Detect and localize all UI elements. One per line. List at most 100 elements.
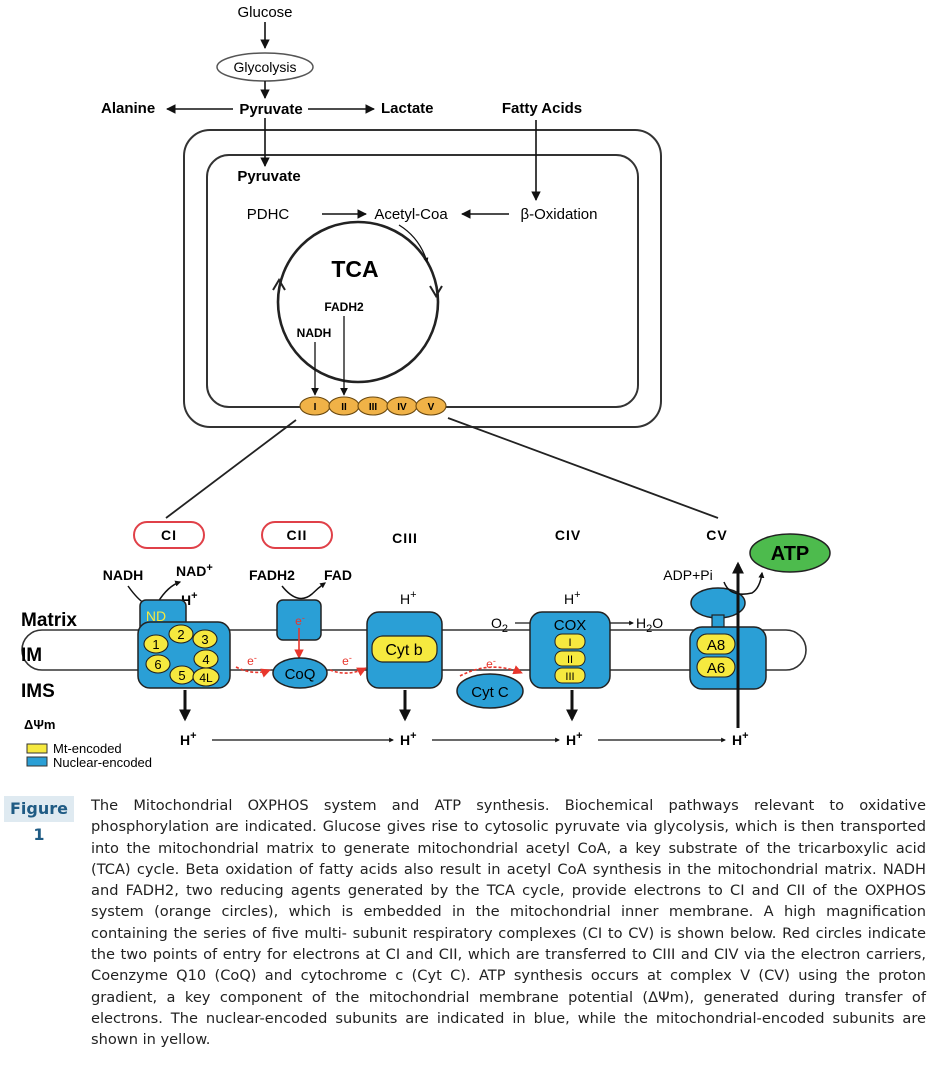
civ-subunit-i-label: I bbox=[568, 637, 571, 649]
ci-subunit-4-label: 4 bbox=[202, 652, 209, 667]
cii-fadh2-flow-arrow bbox=[281, 582, 326, 600]
ci-subunit-2 bbox=[168, 624, 194, 644]
lactate-label: Lactate bbox=[381, 100, 434, 117]
zoom-line-right bbox=[447, 417, 719, 519]
pyruvate-cytosol-label: Pyruvate bbox=[239, 101, 302, 118]
pdhc-label: PDHC bbox=[247, 206, 290, 223]
tca-fadh2-label: FADH2 bbox=[324, 300, 364, 314]
alanine-label: Alanine bbox=[101, 100, 155, 117]
mitochondrion-inner-membrane bbox=[206, 154, 639, 408]
cv-subunit-a8 bbox=[696, 633, 736, 655]
delta-psi-label: ΔΨm bbox=[24, 717, 55, 732]
civ-body bbox=[529, 611, 611, 689]
ims-h-2: H+ bbox=[400, 730, 417, 748]
cytc-electron-label: e- bbox=[486, 656, 496, 671]
complex-iv: H+ O2 H2O COX I II III bbox=[491, 589, 663, 689]
coq-carrier bbox=[272, 657, 328, 689]
ci-label: CI bbox=[161, 527, 177, 543]
tca-label: TCA bbox=[331, 256, 378, 282]
legend-nuclear-label: Nuclear-encoded bbox=[53, 755, 152, 770]
zoom-line-left bbox=[165, 419, 297, 519]
caption-text: The Mitochondrial OXPHOS system and ATP … bbox=[91, 797, 926, 1049]
ci-nad-label: NAD+ bbox=[176, 562, 213, 579]
ims-label: IMS bbox=[21, 681, 55, 702]
ci-nd-label: ND bbox=[146, 608, 166, 624]
civ-h2o-label: H2O bbox=[636, 615, 663, 635]
tca-arrowhead-left bbox=[272, 278, 286, 291]
complex-v: ADP+Pi A8 A6 ATP bbox=[663, 533, 831, 690]
ciii-label: CIII bbox=[392, 530, 418, 546]
cv-subunit-a8-label: A8 bbox=[707, 637, 725, 654]
civ-subunit-iii bbox=[554, 667, 586, 684]
cii-label-box bbox=[261, 521, 333, 549]
complex-iii: H+ Cyt b bbox=[366, 589, 443, 689]
coq-label: CoQ bbox=[285, 666, 316, 683]
ci-subunit-1-label: 1 bbox=[152, 637, 159, 652]
cv-adp-label: ADP+Pi bbox=[663, 567, 712, 583]
chain-units: I II III IV V bbox=[299, 396, 447, 416]
cyt-c-label: Cyt C bbox=[471, 684, 509, 701]
ci-label-box bbox=[133, 521, 205, 549]
legend-mt-swatch bbox=[26, 743, 48, 754]
complex-i: NADH NAD+ H+ ND 1 2 3 4 5 6 4L bbox=[103, 562, 231, 689]
pyruvate-matrix-label: Pyruvate bbox=[237, 168, 300, 185]
chain-unit-ii-label: II bbox=[341, 402, 347, 413]
civ-subunit-i bbox=[554, 633, 586, 650]
civ-label: CIV bbox=[555, 527, 581, 543]
tca-arrowhead-right bbox=[429, 285, 443, 298]
cii-fad-label: FAD bbox=[324, 567, 352, 583]
ci-nadh-label: NADH bbox=[103, 567, 143, 583]
chain-unit-v bbox=[415, 396, 447, 416]
chain-unit-v-label: V bbox=[428, 402, 435, 413]
ci-subunit-4l-label: 4L bbox=[199, 671, 213, 685]
tca-nadh-label: NADH bbox=[297, 326, 332, 340]
civ-h-top-label: H+ bbox=[564, 589, 581, 607]
chain-unit-iv-label: IV bbox=[397, 402, 407, 413]
legend-nuclear-swatch bbox=[26, 756, 48, 767]
ci-subunit-2-label: 2 bbox=[177, 627, 184, 642]
ciii-cyt-b-label: Cyt b bbox=[385, 642, 422, 659]
ims-h-4: H+ bbox=[732, 730, 749, 748]
cv-label: CV bbox=[706, 527, 727, 543]
figure-label: Figure 1 bbox=[4, 796, 74, 844]
im-label: IM bbox=[21, 645, 42, 666]
ci-coq-electron-label: e- bbox=[247, 653, 257, 668]
acetyl-coa-label: Acetyl-Coa bbox=[374, 206, 448, 223]
cii-label: CII bbox=[287, 527, 308, 543]
cii-fadh2-label: FADH2 bbox=[249, 567, 295, 583]
ci-h-top-label: H+ bbox=[181, 590, 198, 608]
coq-ciii-electron-label: e- bbox=[342, 653, 352, 668]
civ-cox-label: COX bbox=[554, 617, 587, 634]
matrix-label: Matrix bbox=[21, 610, 77, 631]
ims-h-3: H+ bbox=[566, 730, 583, 748]
figure-caption: Figure 1 The Mitochondrial OXPHOS system… bbox=[0, 792, 940, 1075]
ci-to-coq-electron-arrow bbox=[235, 666, 271, 678]
mitochondrion-outer-membrane bbox=[183, 129, 662, 428]
ci-subunit-6 bbox=[145, 654, 171, 674]
ci-subunit-4l bbox=[192, 667, 220, 687]
ciii-to-civ-electron-arrow bbox=[459, 665, 523, 677]
civ-subunit-ii bbox=[554, 650, 586, 667]
fatty-acids-label: Fatty Acids bbox=[502, 100, 582, 117]
ciii-cyt-b bbox=[371, 635, 438, 663]
beta-oxidation-label: β-Oxidation bbox=[521, 206, 598, 223]
ci-subunit-5-label: 5 bbox=[178, 668, 185, 683]
tca-cycle-circle bbox=[276, 220, 440, 384]
acetyl-coa-entry-arrow bbox=[398, 224, 429, 263]
legend-mt-label: Mt-encoded bbox=[53, 741, 122, 756]
cyt-c-carrier bbox=[456, 673, 524, 709]
chain-unit-i-label: I bbox=[314, 402, 317, 413]
cii-electron-label: e- bbox=[295, 613, 305, 628]
ciii-h-top-label: H+ bbox=[400, 589, 417, 607]
atp-ellipse bbox=[749, 533, 831, 573]
atp-label: ATP bbox=[771, 543, 810, 565]
ci-subunit-6-label: 6 bbox=[154, 657, 161, 672]
civ-o2-label: O2 bbox=[491, 615, 508, 635]
ci-subunit-3 bbox=[192, 629, 218, 649]
chain-unit-iii-label: III bbox=[369, 402, 378, 413]
civ-subunit-iii-label: III bbox=[565, 671, 574, 683]
cv-subunit-a6 bbox=[696, 656, 736, 678]
ci-subunit-3-label: 3 bbox=[201, 632, 208, 647]
glycolysis-label: Glycolysis bbox=[233, 59, 296, 75]
ims-h-1: H+ bbox=[180, 730, 197, 748]
